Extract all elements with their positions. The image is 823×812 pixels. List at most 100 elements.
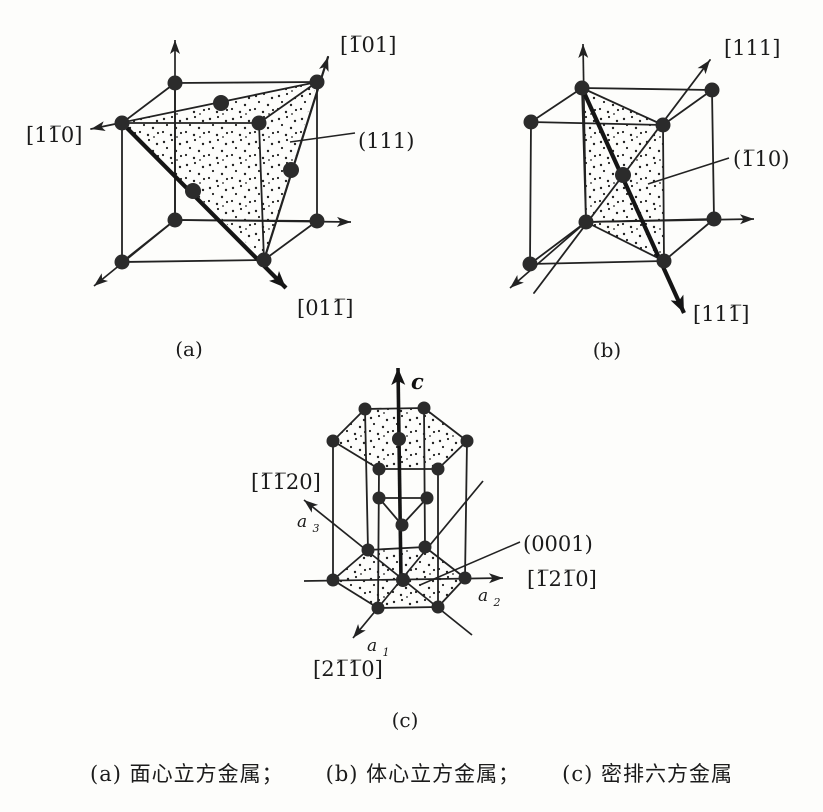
cube-edge — [581, 87, 713, 91]
a3-sub: 3 — [313, 522, 320, 535]
plane-edge — [585, 221, 665, 262]
atom — [460, 434, 474, 448]
axis-horizontal — [585, 214, 755, 225]
axis-a3-arrow — [303, 499, 473, 636]
direction-111bar-arrow — [580, 87, 686, 314]
cube-edge — [121, 259, 265, 263]
atom — [431, 600, 445, 614]
cube-edge — [530, 87, 583, 123]
figure-caption: (a) 面心立方金属； (b) 体心立方金属； (c) 密排六方金属 — [0, 758, 823, 788]
atom — [361, 543, 375, 557]
atom — [372, 462, 386, 476]
face-center-atom — [185, 183, 201, 199]
atom — [309, 213, 325, 229]
atoms-c — [326, 401, 474, 615]
label-a1: a 1 — [367, 636, 390, 659]
atom — [326, 434, 340, 448]
a1-sub: 1 — [383, 646, 390, 659]
direction-101-arrow — [262, 55, 330, 262]
a1-base: a — [367, 636, 377, 656]
atom — [574, 80, 590, 96]
hex-edge — [367, 546, 426, 551]
hex-edge — [332, 579, 379, 609]
atom — [256, 252, 272, 268]
label-direction-1120: [1̅1̅20] — [251, 470, 321, 494]
face-center-atom — [396, 573, 410, 587]
atom — [656, 253, 672, 269]
slip-plane-111 — [122, 82, 317, 260]
atom — [358, 402, 372, 416]
plane-111-pointer — [289, 132, 356, 143]
cube-edge — [174, 81, 318, 84]
cube-edge — [263, 220, 318, 261]
atom — [522, 256, 538, 272]
label-a2: a 2 — [478, 586, 501, 609]
atom — [458, 571, 472, 585]
atom — [309, 74, 325, 90]
atom — [167, 75, 183, 91]
cube-edge — [258, 122, 265, 261]
axis-front — [93, 219, 176, 287]
prism-edge — [423, 407, 426, 548]
hex-edge — [423, 407, 468, 442]
atom — [523, 114, 539, 130]
atom — [417, 401, 431, 415]
caption-part-a: (a) 面心立方金属； — [90, 762, 284, 786]
face-center-atom — [283, 162, 299, 178]
atom — [655, 117, 671, 133]
label-direction-101: [1̅01] — [340, 33, 396, 57]
a3-base: a — [297, 512, 307, 532]
axis-front — [509, 221, 587, 289]
hex-edge — [437, 440, 468, 470]
cube-edge — [663, 218, 715, 262]
face-center-atom — [392, 432, 406, 446]
hex-edge — [437, 577, 466, 608]
label-direction-1210: [1̅21̅0] — [527, 567, 597, 591]
label-direction-111bar: [111̅] — [693, 302, 749, 326]
plane-edge — [581, 87, 664, 126]
cube-edge — [529, 121, 532, 265]
label-direction-011: [011̅] — [297, 296, 353, 320]
label-plane-111: (111) — [358, 129, 414, 153]
atoms-b — [522, 80, 722, 272]
mid-layer-atom — [395, 518, 409, 532]
atom — [706, 211, 722, 227]
cube-edge — [662, 124, 665, 262]
label-plane-110: (1̅10) — [733, 147, 789, 171]
label-plane-0001: (0001) — [523, 532, 593, 556]
atom — [167, 212, 183, 228]
mid-layer-atom — [372, 491, 386, 505]
label-c-axis: c — [411, 369, 424, 394]
prism-edge — [377, 468, 380, 609]
atom — [326, 573, 340, 587]
caption-part-b: (b) 体心立方金属； — [325, 762, 521, 786]
subcaption-a: (a) — [175, 337, 203, 361]
label-direction-110: [11̅0] — [26, 123, 82, 147]
cube-edge — [711, 89, 715, 220]
cube-edge — [258, 81, 318, 124]
atom — [251, 115, 267, 131]
mid-layer-atom — [420, 491, 434, 505]
prism-edge — [364, 408, 369, 551]
label-a3: a 3 — [297, 512, 320, 535]
body-center-atom — [615, 167, 631, 183]
a2-base: a — [478, 586, 488, 606]
hex-edge — [332, 549, 369, 581]
cube-edge — [529, 260, 665, 265]
subcaption-c: (c) — [392, 708, 419, 732]
axis-horizontal — [174, 216, 352, 227]
plane-110-pointer — [647, 157, 730, 185]
figure-a-fcc: [1̅01] [11̅0] (111) [011̅] (a) — [26, 33, 414, 361]
atom — [114, 254, 130, 270]
face-center-atom — [213, 95, 229, 111]
cube-edge — [662, 89, 713, 126]
hex-edge — [332, 408, 366, 442]
hex-edge — [377, 606, 439, 609]
caption-part-c: (c) 密排六方金属 — [562, 762, 733, 786]
plane-0001-pointer — [419, 541, 521, 586]
hex-edge — [364, 407, 425, 410]
atom — [578, 214, 594, 230]
label-direction-2110: [21̅1̅0] — [313, 657, 383, 681]
a2-sub: 2 — [493, 596, 501, 609]
